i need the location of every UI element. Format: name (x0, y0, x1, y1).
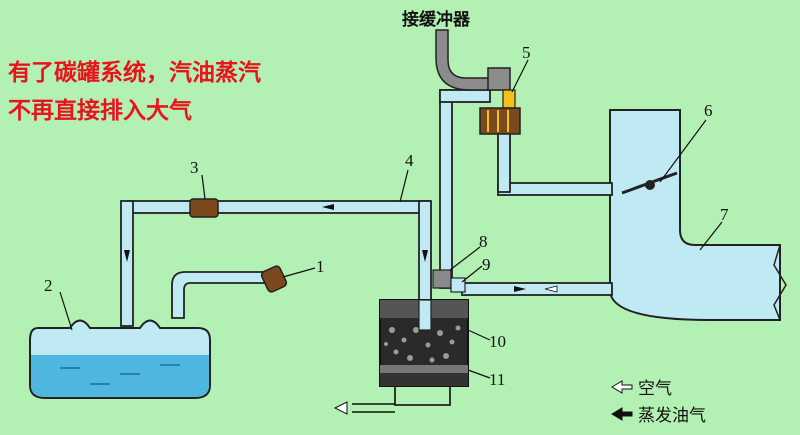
part-number-10: 10 (489, 332, 506, 351)
part-number-1: 1 (316, 257, 325, 276)
check-valve (189, 198, 219, 218)
vapor-arrow-3 (422, 250, 428, 262)
part-number-6: 6 (704, 101, 713, 120)
part-number-8: 8 (479, 232, 488, 251)
purge-valve-9 (450, 277, 466, 293)
vapor-arrow-1 (322, 204, 334, 210)
canister-bottom (380, 373, 468, 386)
fuel-level (31, 355, 209, 397)
charcoal-granules (384, 325, 461, 363)
filler-cap (260, 265, 288, 293)
throttle-shaft (645, 180, 655, 190)
purge-line-top (439, 89, 491, 103)
purge-valve-8 (432, 269, 452, 289)
purge-arrow-2 (544, 285, 558, 293)
diagram-title: 接缓冲器 (402, 9, 471, 30)
canister-inlet-tube (418, 299, 432, 331)
vacuum-line-horizontal (497, 182, 613, 196)
leader-lines (59, 59, 723, 379)
part-number-7: 7 (720, 205, 729, 224)
air-arrow-in (333, 401, 348, 415)
legend-vapor-label: 蒸发油气 (638, 406, 706, 426)
vacuum-valve-body (487, 67, 511, 91)
caption-line-2: 不再直接排入大气 (8, 97, 192, 124)
filler-neck-pipe (171, 271, 272, 319)
vapor-line-vertical-tank (120, 200, 134, 327)
part-number-2: 2 (44, 276, 53, 295)
purge-to-manifold-line (461, 282, 613, 296)
part-number-11: 11 (489, 370, 505, 389)
legend-air-arrow-icon (611, 380, 633, 394)
part-number-3: 3 (190, 158, 199, 177)
purge-line-vertical (439, 89, 453, 289)
purge-arrow (514, 286, 526, 292)
canister-filter-pad (380, 365, 468, 373)
part-number-5: 5 (522, 43, 531, 62)
vacuum-valve-5 (502, 89, 516, 109)
air-intake-pipe (394, 386, 451, 406)
part-number-4: 4 (405, 151, 414, 170)
legend-air-label: 空气 (638, 379, 672, 399)
manifold-break-mark (773, 244, 787, 321)
intake-manifold (609, 109, 781, 321)
valve-base (479, 107, 521, 135)
vapor-arrow-2 (124, 250, 130, 262)
legend-vapor-arrow-icon (611, 407, 633, 421)
caption-line-1: 有了碳罐系统，汽油蒸汽 (8, 59, 261, 86)
legend: 空气 蒸发油气 (611, 379, 706, 426)
part-number-9: 9 (482, 255, 491, 274)
vapor-line-horizontal (127, 200, 429, 214)
